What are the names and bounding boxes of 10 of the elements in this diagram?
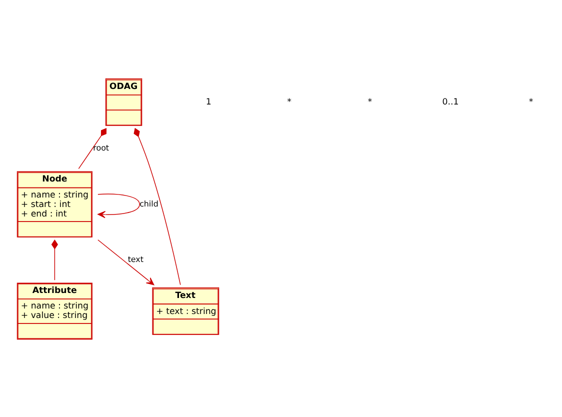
arrow xyxy=(98,193,140,218)
label: 0..1 xyxy=(442,96,459,107)
arrow xyxy=(98,239,154,285)
label: * xyxy=(528,96,534,107)
connector xyxy=(78,128,107,169)
label: * xyxy=(287,96,292,107)
connector xyxy=(134,127,181,285)
label: 1 xyxy=(206,96,212,107)
connector xyxy=(51,239,58,280)
label: * xyxy=(368,96,372,107)
